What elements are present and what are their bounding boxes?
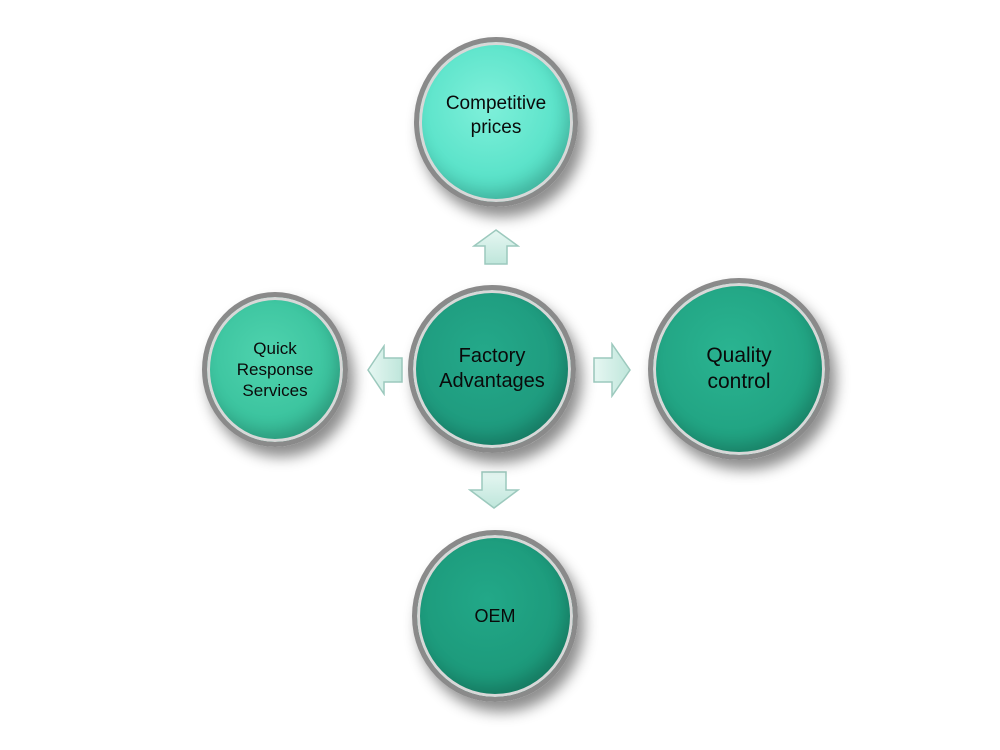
- node-quality-control: Quality control: [648, 278, 830, 460]
- node-quick-response-services: Quick Response Services: [202, 292, 348, 447]
- node-factory-advantages: Factory Advantages: [408, 285, 576, 453]
- node-label: Competitive prices: [445, 93, 547, 138]
- node-label: Quick Response Services: [236, 338, 314, 401]
- node-label: Quality control: [706, 343, 772, 393]
- arrow-right-icon: [592, 342, 632, 398]
- node-label: Factory Advantages: [439, 345, 545, 392]
- arrow-down-icon: [468, 470, 520, 510]
- node-competitive-prices: Competitive prices: [414, 37, 578, 207]
- arrow-up-icon: [472, 228, 520, 266]
- node-oem: OEM: [412, 530, 578, 702]
- arrow-left-icon: [366, 344, 404, 396]
- node-label: OEM: [474, 605, 516, 626]
